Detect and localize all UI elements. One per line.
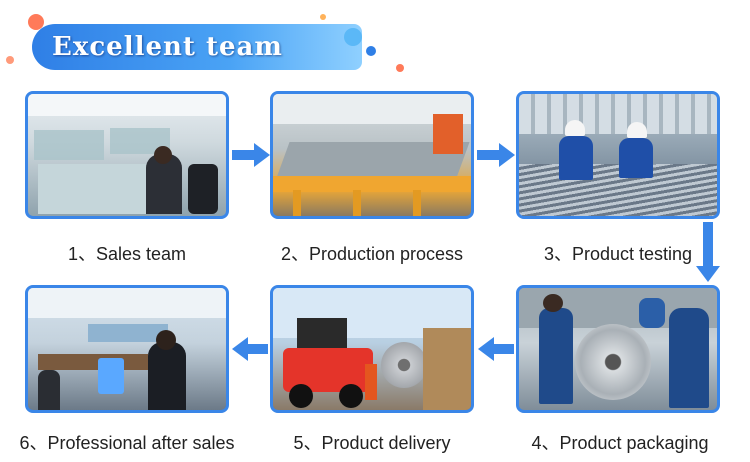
step-label-product-testing: 3、Product testing	[543, 244, 693, 264]
arrow-left-icon	[232, 337, 268, 361]
decor-dot	[396, 64, 404, 72]
after-sales-photo	[25, 285, 229, 413]
decor-dot	[320, 14, 326, 20]
step-label-after-sales: 6、Professional after sales	[19, 433, 235, 453]
decor-dot	[6, 56, 14, 64]
decor-dot	[366, 46, 376, 56]
decor-dot	[28, 14, 44, 30]
arrow-left-icon	[478, 337, 514, 361]
arrow-down-icon	[696, 222, 720, 282]
production-process-photo	[270, 91, 474, 219]
product-testing-photo	[516, 91, 720, 219]
arrow-right-icon	[232, 143, 270, 167]
step-label-product-packaging: 4、Product packaging	[531, 433, 709, 453]
step-label-sales-team: 1、Sales team	[67, 244, 187, 264]
product-delivery-photo	[270, 285, 474, 413]
step-label-production-process: 2、Production process	[280, 244, 464, 264]
arrow-right-icon	[477, 143, 515, 167]
step-label-product-delivery: 5、Product delivery	[293, 433, 451, 453]
header-banner	[32, 24, 362, 70]
sales-team-photo	[25, 91, 229, 219]
decor-dot	[344, 28, 362, 46]
product-packaging-photo	[516, 285, 720, 413]
page-title: Excellent team	[52, 32, 283, 62]
